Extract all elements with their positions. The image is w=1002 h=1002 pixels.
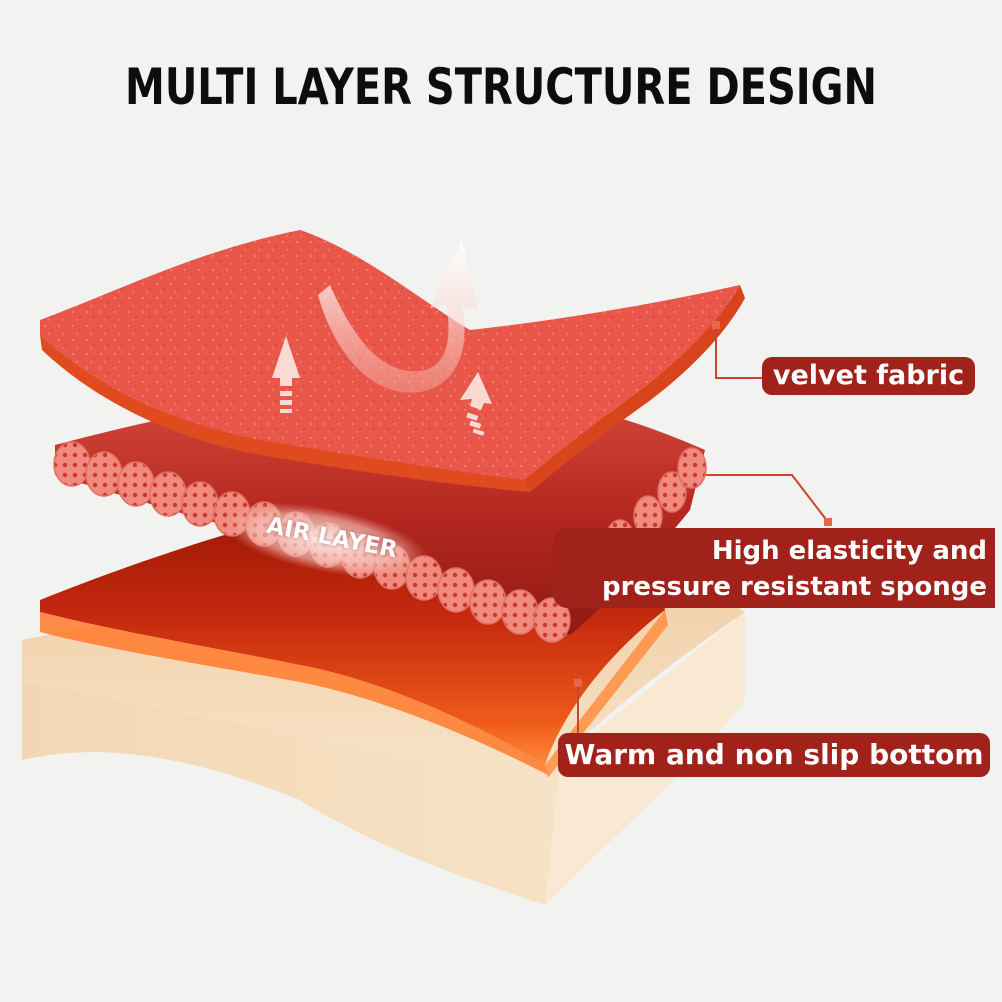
sponge-label-line1: High elasticity and [711, 536, 987, 566]
page-title: MULTI LAYER STRUCTURE DESIGN [125, 58, 877, 116]
sponge-label-line2: pressure resistant sponge [601, 572, 987, 602]
sponge-label: High elasticity and pressure resistant s… [553, 528, 995, 608]
bottom-layer-label: Warm and non slip bottom [558, 733, 990, 777]
velvet-fabric-label: velvet fabric [762, 357, 975, 395]
velvet-leader-line [715, 325, 762, 379]
velvet-layer [40, 230, 745, 492]
leader-dots [574, 321, 832, 687]
up-arrow-icon [272, 336, 300, 413]
curved-arrow-icon [318, 240, 478, 393]
air-layer-highlight [221, 502, 429, 578]
sponge-leader-line [706, 474, 829, 523]
up-arrow-icon [460, 372, 492, 436]
